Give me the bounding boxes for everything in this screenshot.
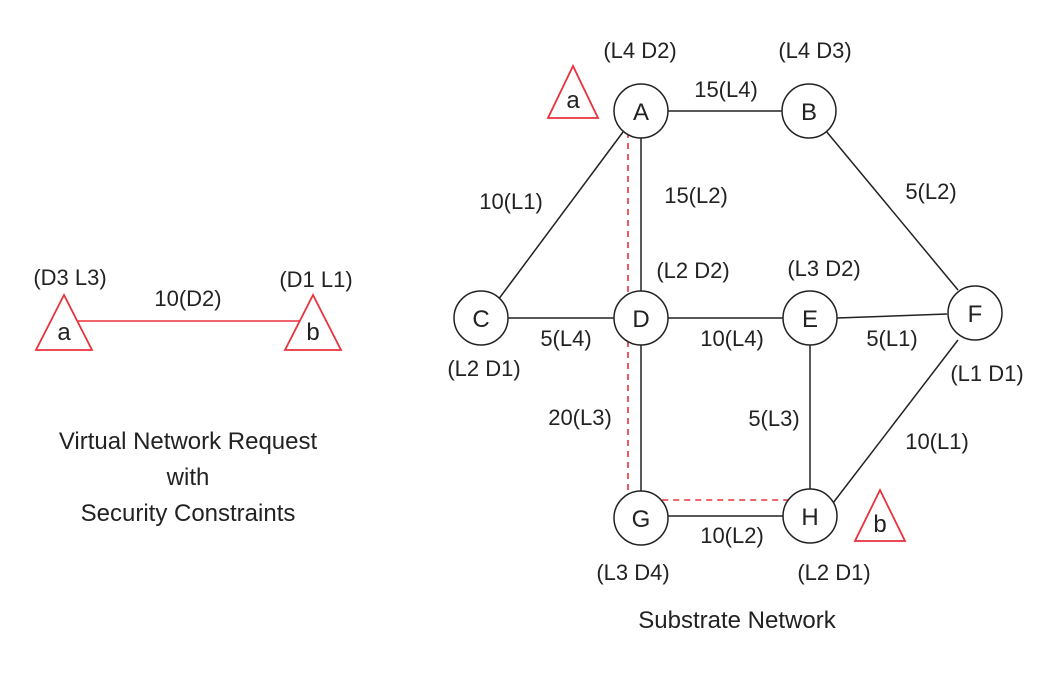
node-B-label: B [801, 99, 817, 126]
node-H [782, 488, 838, 544]
node-D-attr: (L2 D2) [656, 258, 729, 283]
node-E-attr: (L3 D2) [787, 256, 860, 281]
edge-A-C [497, 131, 624, 301]
node-G-label: G [632, 506, 651, 533]
virtual-node-b-label: b [306, 319, 319, 346]
mapped-marker-a [546, 63, 600, 119]
node-C [453, 290, 509, 346]
node-B-attr: (L4 D3) [778, 38, 851, 63]
node-F-label: F [968, 301, 983, 328]
node-G [613, 490, 669, 546]
virtual-caption-line-1: Virtual Network Request [59, 428, 318, 455]
edge-label-G-H: 10(L2) [700, 523, 764, 548]
virtual-node-a [34, 293, 94, 351]
virtual-caption-line-2: with [166, 464, 210, 491]
node-C-label: C [472, 306, 489, 333]
edge-B-F [825, 130, 959, 291]
virtual-caption-line-3: Security Constraints [81, 500, 296, 527]
edge-F-H [832, 339, 959, 504]
virtual-network: 10(D2) a (D3 L3) b (D1 L1) Virtual Netwo… [33, 265, 352, 527]
edge-label-D-G: 20(L3) [548, 405, 612, 430]
edge-label-A-B: 15(L4) [694, 77, 758, 102]
node-A-label: A [633, 99, 649, 126]
edge-label-D-E: 10(L4) [700, 326, 764, 351]
node-F [947, 285, 1003, 341]
virtual-node-b-attr: (D1 L1) [279, 267, 352, 292]
mapped-marker-b-label: b [873, 511, 886, 538]
edge-label-A-D: 15(L2) [664, 183, 728, 208]
node-B [781, 83, 837, 139]
virtual-node-a-attr: (D3 L3) [33, 265, 106, 290]
substrate-caption: Substrate Network [638, 607, 836, 634]
node-H-attr: (L2 D1) [797, 560, 870, 585]
substrate-network: 15(L4) 10(L1) 15(L2) 5(L2) 5(L4) 10(L4) … [447, 38, 1023, 634]
node-D-label: D [632, 306, 649, 333]
virtual-node-a-label: a [57, 319, 71, 346]
node-C-attr: (L2 D1) [447, 356, 520, 381]
edge-label-A-C: 10(L1) [479, 189, 543, 214]
node-E [782, 290, 838, 346]
edge-E-F [836, 313, 948, 319]
node-H-label: H [801, 504, 818, 531]
node-E-label: E [802, 306, 818, 333]
virtual-link-label: 10(D2) [154, 286, 221, 311]
virtual-node-b [283, 293, 343, 351]
mapped-marker-a-label: a [566, 87, 580, 114]
node-F-attr: (L1 D1) [950, 361, 1023, 386]
edge-label-E-H: 5(L3) [748, 406, 799, 431]
edge-label-F-H: 10(L1) [905, 429, 969, 454]
edge-label-E-F: 5(L1) [866, 326, 917, 351]
node-A-attr: (L4 D2) [603, 38, 676, 63]
node-A [613, 83, 669, 139]
edge-label-C-D: 5(L4) [540, 326, 591, 351]
node-D [613, 290, 669, 346]
mapped-marker-b [853, 487, 907, 542]
edge-label-B-F: 5(L2) [905, 179, 956, 204]
node-G-attr: (L3 D4) [596, 560, 669, 585]
